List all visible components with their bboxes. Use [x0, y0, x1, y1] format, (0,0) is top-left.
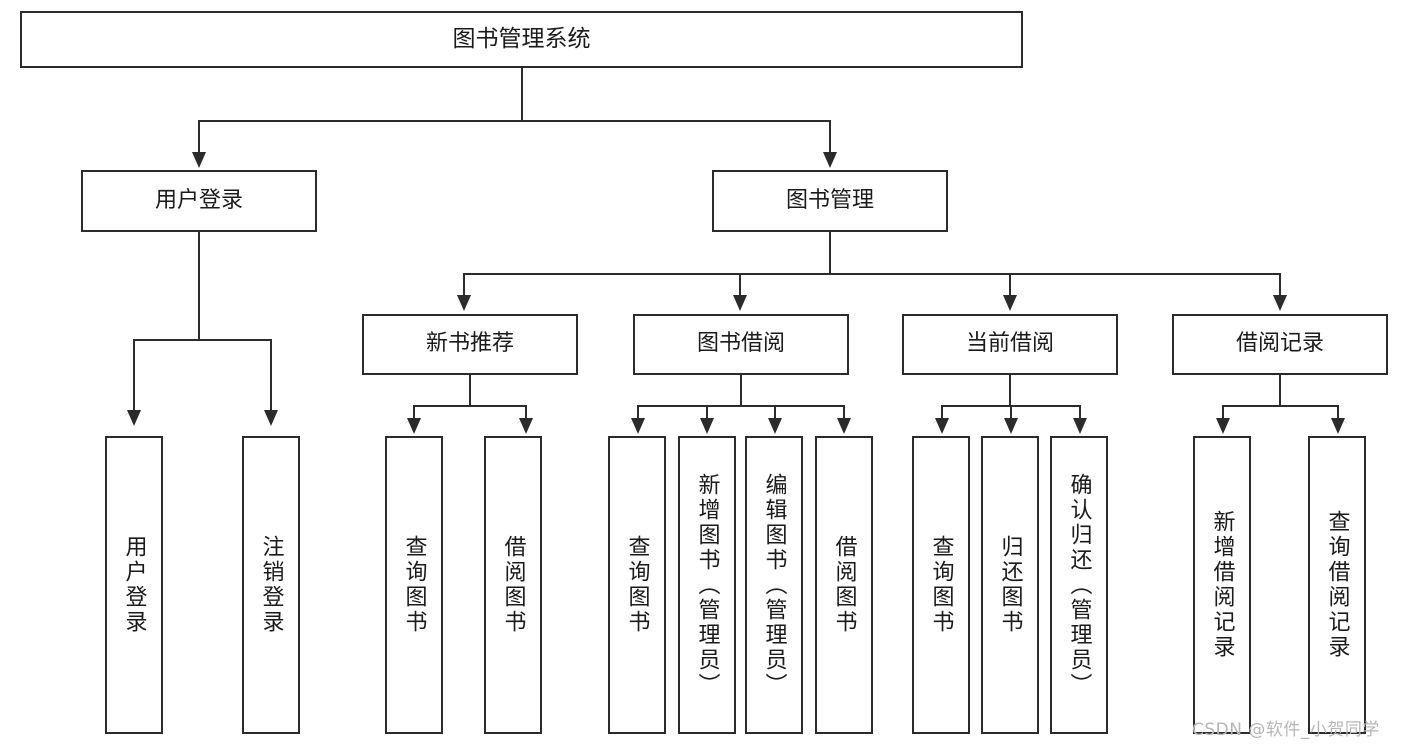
arrow-root-to-book-management — [823, 152, 837, 168]
leaf-borrow-book-1[interactable]: 借阅图书 — [484, 436, 542, 734]
arrow-bb-to-leaf-3 — [768, 418, 782, 434]
arrow-cb-to-leaf-1 — [935, 418, 949, 434]
leaf-query-book-2[interactable]: 查询图书 — [608, 436, 666, 734]
csdn-watermark: CSDN @软件_小贺同学 — [1192, 720, 1380, 740]
edge-bb-to-leaf-2 — [706, 405, 708, 419]
edge-bm-to-current-borrow — [1009, 273, 1011, 296]
node-current-borrow[interactable]: 当前借阅 — [902, 314, 1118, 375]
edge-br-to-leaf-2 — [1337, 405, 1339, 419]
leaf-query-borrow-record[interactable]: 查询借阅记录 — [1308, 436, 1366, 734]
edge-nbr-to-leaf-2 — [525, 405, 527, 419]
arrow-root-to-user-login — [192, 152, 206, 168]
node-book-borrow[interactable]: 图书借阅 — [633, 314, 849, 375]
edge-nbr-stem — [469, 375, 471, 406]
edge-cb-to-leaf-2 — [1010, 405, 1012, 419]
edge-user-login-to-leaf-1 — [133, 339, 135, 411]
edge-root-bus — [198, 120, 831, 122]
arrow-cb-to-leaf-3 — [1073, 418, 1087, 434]
leaf-query-book-1[interactable]: 查询图书 — [385, 436, 443, 734]
edge-bm-to-borrow-record — [1279, 273, 1281, 296]
edge-root-to-user-login — [198, 120, 200, 153]
node-new-book-recommend[interactable]: 新书推荐 — [362, 314, 578, 375]
edge-bb-stem — [740, 375, 742, 406]
edge-root-stem — [521, 68, 523, 121]
arrow-bm-to-borrow-record — [1273, 295, 1287, 311]
arrow-user-login-to-leaf-1 — [127, 410, 141, 426]
arrow-nbr-to-leaf-1 — [407, 418, 421, 434]
leaf-query-book-3[interactable]: 查询图书 — [912, 436, 970, 734]
edge-br-to-leaf-1 — [1222, 405, 1224, 419]
arrow-bm-to-new-book-recommend — [457, 295, 471, 311]
edge-bb-to-leaf-1 — [637, 405, 639, 419]
leaf-edit-book-admin[interactable]: 编辑图书（管理员） — [745, 436, 803, 734]
edge-bb-bus — [637, 405, 845, 407]
arrow-bb-to-leaf-4 — [837, 418, 851, 434]
edge-bb-to-leaf-3 — [774, 405, 776, 419]
leaf-borrow-book-2[interactable]: 借阅图书 — [815, 436, 873, 734]
node-book-management[interactable]: 图书管理 — [712, 170, 948, 232]
node-user-login[interactable]: 用户登录 — [81, 170, 317, 232]
arrow-br-to-leaf-1 — [1216, 418, 1230, 434]
leaf-add-book-admin[interactable]: 新增图书（管理员） — [678, 436, 736, 734]
leaf-confirm-return-admin[interactable]: 确认归还（管理员） — [1050, 436, 1108, 734]
edge-br-bus — [1222, 405, 1337, 407]
arrow-bm-to-current-borrow — [1003, 295, 1017, 311]
node-borrow-record[interactable]: 借阅记录 — [1172, 314, 1388, 375]
edge-bm-to-book-borrow — [739, 273, 741, 296]
edge-cb-stem — [1009, 375, 1011, 406]
edge-root-to-book-management — [829, 120, 831, 153]
edge-user-login-to-leaf-2 — [270, 339, 272, 411]
edge-user-login-bus — [133, 339, 270, 341]
edge-bm-to-new-book-recommend — [463, 273, 465, 296]
arrow-cb-to-leaf-2 — [1004, 418, 1018, 434]
arrow-nbr-to-leaf-2 — [519, 418, 533, 434]
node-root-book-management-system[interactable]: 图书管理系统 — [20, 11, 1023, 68]
leaf-add-borrow-record[interactable]: 新增借阅记录 — [1193, 436, 1251, 734]
edge-cb-to-leaf-3 — [1079, 405, 1081, 419]
arrow-user-login-to-leaf-2 — [264, 410, 278, 426]
leaf-user-login[interactable]: 用户登录 — [105, 436, 163, 734]
leaf-logout-login[interactable]: 注销登录 — [242, 436, 300, 734]
edge-book-management-stem — [829, 232, 831, 274]
arrow-bb-to-leaf-2 — [700, 418, 714, 434]
edge-nbr-to-leaf-1 — [413, 405, 415, 419]
edge-br-stem — [1279, 375, 1281, 406]
arrow-bb-to-leaf-1 — [631, 418, 645, 434]
edge-bb-to-leaf-4 — [843, 405, 845, 419]
leaf-return-book[interactable]: 归还图书 — [981, 436, 1039, 734]
edge-user-login-stem — [198, 232, 200, 340]
edge-cb-to-leaf-1 — [941, 405, 943, 419]
arrow-bm-to-book-borrow — [733, 295, 747, 311]
edge-book-management-bus — [463, 273, 1281, 275]
edge-nbr-bus — [413, 405, 525, 407]
arrow-br-to-leaf-2 — [1331, 418, 1345, 434]
